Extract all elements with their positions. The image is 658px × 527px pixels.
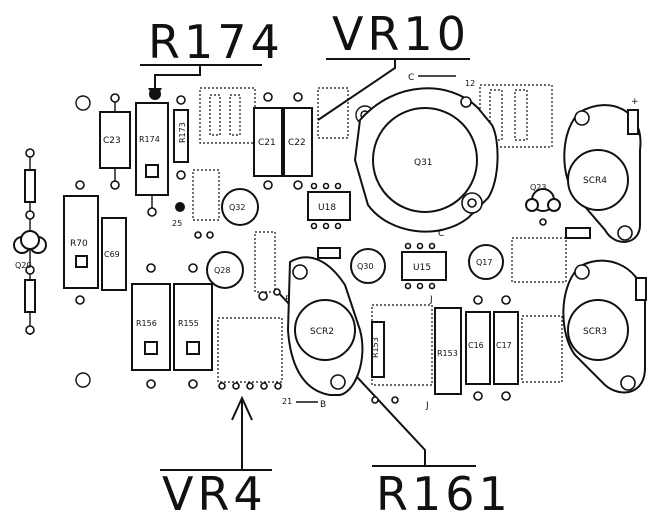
- scr2-body: [294, 299, 356, 361]
- plus-marker-scr4: +: [631, 97, 639, 107]
- u15-body: [401, 251, 447, 281]
- r173-label: R173: [178, 122, 187, 143]
- q31-body: [372, 107, 478, 213]
- left-edge-components: [13, 148, 47, 335]
- r174-terminal-top: [149, 88, 161, 100]
- c17-body: [493, 311, 519, 385]
- u18-label: U18: [318, 203, 336, 213]
- r174-body-label: R174: [139, 135, 160, 144]
- r155-label: R155: [178, 319, 199, 328]
- q32-label: Q32: [229, 203, 245, 212]
- marker-c-mid: C: [438, 229, 444, 239]
- scr3-body: [567, 299, 629, 361]
- r155-body: [173, 283, 213, 371]
- c16-body: [465, 311, 491, 385]
- c22-label: C22: [288, 138, 306, 148]
- c22-body: [283, 107, 313, 177]
- r153-label: R153: [437, 349, 458, 358]
- scr3-label: SCR3: [583, 327, 607, 337]
- marker-b-bot: B: [320, 400, 326, 410]
- c21-body: [253, 107, 283, 177]
- callout-vr10-leader: [317, 59, 396, 121]
- r70-body: [63, 195, 99, 289]
- c23-body: [99, 111, 131, 169]
- marker-12: 12: [465, 79, 475, 88]
- q30-label: Q30: [357, 262, 373, 271]
- r174-body: [135, 102, 169, 196]
- q17-label: Q17: [476, 258, 492, 267]
- resistor-array-vr4: [217, 317, 283, 383]
- mounting-hole-bl: [75, 372, 91, 388]
- q20-label: Q20: [15, 261, 31, 270]
- callout-vr4: VR4: [162, 467, 267, 521]
- r156-label: R156: [136, 319, 157, 328]
- c21-label: C21: [258, 138, 276, 148]
- marker-c-top: C: [408, 73, 414, 83]
- marker-25: 25: [172, 219, 182, 228]
- r153-body: [434, 307, 462, 395]
- r173-body: [173, 109, 189, 163]
- callout-r174-leader: [154, 65, 201, 90]
- u15-label: U15: [413, 263, 431, 273]
- r153-label-vertical: R153: [371, 337, 380, 358]
- q31-label: Q31: [414, 158, 433, 168]
- marker-21: 21: [282, 397, 292, 406]
- q28-label: Q28: [214, 266, 230, 275]
- callout-r161: R161: [376, 467, 512, 521]
- marker-j-bot: J: [425, 401, 429, 411]
- r70-label: R70: [70, 239, 88, 249]
- u18-body: [307, 191, 351, 221]
- marker-j-mid: J: [429, 295, 433, 305]
- q32-body: [221, 188, 259, 226]
- scr4-body: [567, 149, 629, 211]
- callout-vr4-arrowhead: [231, 395, 253, 421]
- callout-r174: R174: [148, 15, 284, 69]
- resistor-array-top-left: [199, 87, 256, 144]
- resistor-array-top-mid: [317, 87, 349, 139]
- c17-label: C17: [496, 341, 512, 350]
- scr4-label: SCR4: [583, 176, 607, 186]
- q23-label: Q23: [530, 183, 546, 192]
- r156-body: [131, 283, 171, 371]
- q30-body: [350, 248, 386, 284]
- q28-body: [206, 251, 244, 289]
- mounting-hole-tl: [75, 95, 91, 111]
- callout-vr10: VR10: [332, 7, 470, 61]
- q17-body: [468, 244, 504, 280]
- c69-label: C69: [104, 250, 120, 259]
- scr2-label: SCR2: [310, 327, 334, 337]
- c69-body: [101, 217, 127, 291]
- c23-label: C23: [103, 136, 121, 146]
- c16-label: C16: [468, 341, 484, 350]
